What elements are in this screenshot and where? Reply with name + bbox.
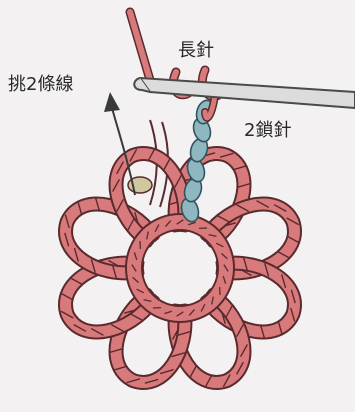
center-hole (144, 232, 216, 304)
crochet-hook-icon (134, 78, 355, 108)
working-yarn (130, 12, 150, 80)
label-pick-two-strands: 挑2條線 (8, 70, 73, 96)
hook-shaft (140, 78, 355, 108)
arrow-head-icon (104, 92, 120, 112)
label-treble-crochet: 長針 (178, 36, 214, 62)
label-two-chain-stitches: 2鎖針 (244, 116, 291, 142)
